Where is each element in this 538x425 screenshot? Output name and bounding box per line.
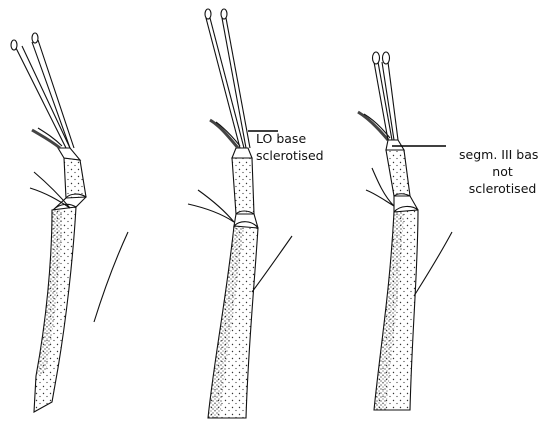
antenna-middle xyxy=(188,9,292,418)
antenna-left xyxy=(11,33,128,412)
label-lo-base-line2: sclerotised xyxy=(256,147,324,164)
antenna-right xyxy=(358,52,452,410)
label-segment-base-line3: sclerotised xyxy=(459,180,538,197)
label-segment-base-line2: not xyxy=(459,163,538,180)
label-lo-base-line1: LO base xyxy=(256,130,324,147)
label-segment-base-line1: segm. III base xyxy=(459,146,538,163)
label-lo-base: LO base sclerotised xyxy=(256,130,324,164)
label-segment-base: segm. III base not sclerotised xyxy=(459,146,538,197)
